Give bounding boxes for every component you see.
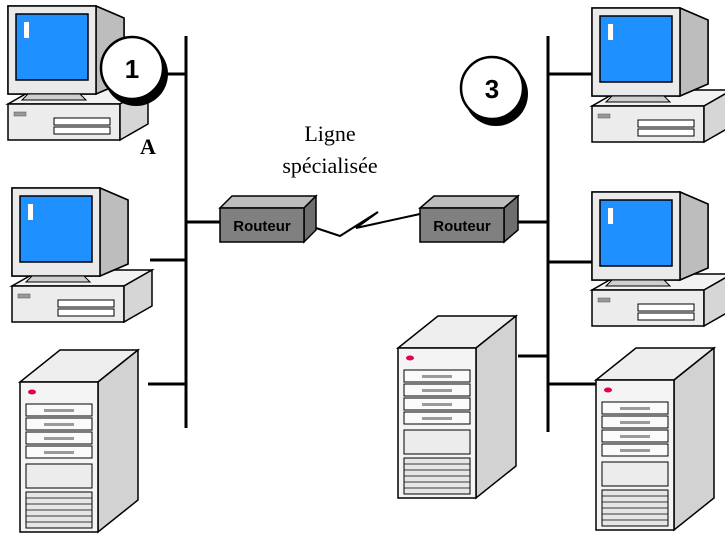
desktop-computer-icon (591, 7, 725, 143)
tower-server-icon (19, 349, 139, 533)
tower-server-icon (397, 315, 517, 499)
router-icon (417, 194, 521, 244)
router-right-label: Routeur (433, 218, 491, 235)
leased-line (315, 211, 421, 238)
router-left-label: Routeur (233, 218, 291, 235)
badge-number-1: 1 (125, 54, 139, 84)
leased-line-label-line2: spécialisée (282, 153, 377, 178)
desktop-computer-icon (591, 191, 725, 327)
badge-number-3: 3 (485, 74, 499, 104)
host-label-a: A (140, 134, 156, 159)
desktop-computer-icon (11, 187, 153, 323)
leased-line-label-line1: Ligne (304, 121, 355, 146)
router-icon (218, 194, 318, 244)
tower-server-icon (595, 347, 715, 531)
